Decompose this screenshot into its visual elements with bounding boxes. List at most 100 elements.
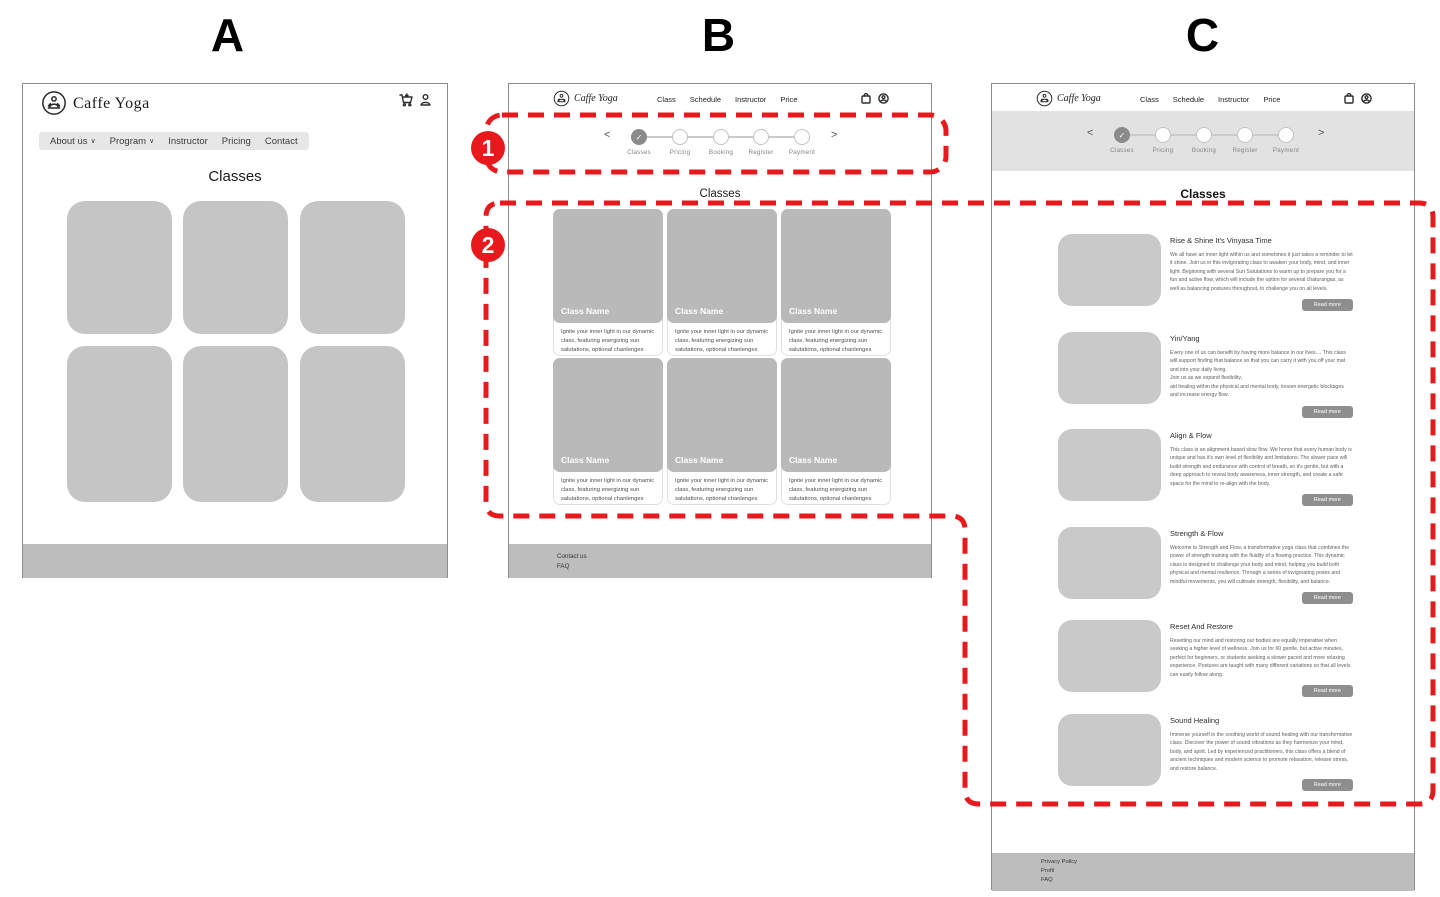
annotation-badge-2-circle bbox=[471, 228, 505, 262]
shopping-bag-icon[interactable] bbox=[861, 93, 871, 104]
class-placeholder-box bbox=[67, 346, 172, 502]
user-icon[interactable] bbox=[419, 93, 432, 107]
checkout-stepper: < ✓ Classes Pricing Booking Register Pay… bbox=[992, 122, 1414, 158]
read-more-button[interactable]: Read more bbox=[1301, 494, 1353, 507]
step-payment[interactable]: Payment bbox=[1262, 127, 1310, 154]
step-pricing[interactable]: Pricing bbox=[1139, 127, 1187, 154]
annotation-badge-1-number: 1 bbox=[482, 135, 495, 161]
footer: Privacy Policy Profil FAQ bbox=[992, 853, 1414, 891]
class-card[interactable]: Class Name Ignite your inner light in ou… bbox=[667, 209, 777, 356]
class-description: Welcome to Strength and Flow, a transfor… bbox=[1170, 545, 1349, 585]
class-card[interactable]: Class Name Ignite your inner light in ou… bbox=[781, 209, 891, 356]
page-title: Classes bbox=[208, 168, 262, 185]
step-register[interactable]: Register bbox=[1221, 127, 1269, 154]
class-thumbnail bbox=[1058, 332, 1161, 404]
read-more-button[interactable]: Read more bbox=[1301, 592, 1353, 605]
class-card[interactable]: Class Name Ignite your inner light in ou… bbox=[781, 358, 891, 505]
class-placeholder-box bbox=[183, 346, 288, 502]
read-more-button[interactable]: Read more bbox=[1301, 299, 1353, 312]
chevron-down-icon: ∨ bbox=[149, 138, 155, 145]
check-icon: ✓ bbox=[1118, 130, 1126, 140]
class-description: Immerse yourself in the soothing world o… bbox=[1170, 732, 1353, 772]
read-more-button[interactable]: Read more bbox=[1301, 685, 1353, 698]
class-card[interactable]: Class Name Ignite your inner light in ou… bbox=[553, 209, 663, 356]
stepper-next-arrow[interactable]: > bbox=[831, 129, 838, 141]
nav-item-class[interactable]: Class bbox=[657, 95, 676, 104]
main-nav: Class Schedule Instructor Price bbox=[657, 95, 797, 104]
nav-item-pricing[interactable]: Pricing bbox=[221, 135, 251, 147]
check-icon: ✓ bbox=[635, 132, 643, 142]
class-description: Every one of us can benefit by having mo… bbox=[1170, 350, 1346, 399]
step-classes[interactable]: ✓ Classes bbox=[1098, 127, 1146, 154]
class-card[interactable]: Class Name Ignite your inner light in ou… bbox=[667, 358, 777, 505]
class-card-description: Ignite your inner light in our dynamic c… bbox=[789, 478, 883, 502]
nav-item-program[interactable]: Program∨ bbox=[109, 135, 155, 147]
class-card-description: Ignite your inner light in our dynamic c… bbox=[789, 329, 883, 353]
class-card-image: Class Name bbox=[553, 209, 663, 323]
class-placeholder-box bbox=[67, 201, 172, 334]
nav-item-instructor[interactable]: Instructor bbox=[1218, 95, 1250, 104]
class-title: Sound Healing bbox=[1170, 716, 1220, 725]
class-thumbnail bbox=[1058, 429, 1161, 501]
class-title: Rise & Shine It's Vinyasa Time bbox=[1170, 236, 1272, 245]
annotation-badge-1-circle bbox=[471, 131, 505, 165]
nav-item-about-us[interactable]: About us∨ bbox=[50, 135, 96, 147]
class-thumbnail bbox=[1058, 234, 1161, 306]
cart-icon[interactable] bbox=[399, 93, 413, 107]
footer-link-profil[interactable]: Profil bbox=[1041, 868, 1055, 874]
footer-link-contact-us[interactable]: Contact us bbox=[557, 553, 587, 560]
stepper-next-arrow[interactable]: > bbox=[1318, 127, 1325, 139]
class-card-description: Ignite your inner light in our dynamic c… bbox=[675, 478, 769, 502]
checkout-stepper: < ✓ Classes Pricing Booking Register Pay… bbox=[509, 124, 931, 160]
nav-item-instructor[interactable]: Instructor bbox=[735, 95, 767, 104]
class-title: Reset And Restore bbox=[1170, 622, 1233, 631]
class-card-name: Class Name bbox=[561, 306, 610, 316]
stepper-prev-arrow[interactable]: < bbox=[1087, 127, 1094, 139]
wireframe-panel-b: Caffe Yoga Class Schedule Instructor Pri… bbox=[508, 83, 932, 578]
class-card-name: Class Name bbox=[789, 455, 838, 465]
nav-item-class[interactable]: Class bbox=[1140, 95, 1159, 104]
class-placeholder-box bbox=[183, 201, 288, 334]
wireframe-panel-a: Caffe Yoga About us∨ Program∨ Instructor… bbox=[22, 83, 448, 578]
class-card-image: Class Name bbox=[667, 358, 777, 472]
class-card-name: Class Name bbox=[561, 455, 610, 465]
read-more-button[interactable]: Read more bbox=[1301, 779, 1353, 792]
class-description: We all have an inner light within us and… bbox=[1170, 252, 1353, 292]
nav-item-schedule[interactable]: Schedule bbox=[689, 95, 722, 104]
nav-item-schedule[interactable]: Schedule bbox=[1172, 95, 1205, 104]
footer-link-faq[interactable]: FAQ bbox=[1041, 877, 1053, 883]
class-card-image: Class Name bbox=[553, 358, 663, 472]
class-card-image: Class Name bbox=[781, 209, 891, 323]
shopping-bag-icon[interactable] bbox=[1344, 93, 1354, 104]
account-icon[interactable] bbox=[1361, 93, 1372, 104]
class-card-image: Class Name bbox=[781, 358, 891, 472]
footer-link-privacy-policy[interactable]: Privacy Policy bbox=[1041, 859, 1078, 865]
chevron-down-icon: ∨ bbox=[90, 138, 96, 145]
class-card-description: Ignite your inner light in our dynamic c… bbox=[561, 329, 655, 353]
nav-item-price[interactable]: Price bbox=[1263, 95, 1281, 104]
annotation-badge-2-number: 2 bbox=[482, 232, 495, 258]
class-title: Align & Flow bbox=[1170, 431, 1212, 440]
step-booking[interactable]: Booking bbox=[1180, 127, 1228, 154]
nav-item-contact[interactable]: Contact bbox=[264, 135, 298, 147]
account-icon[interactable] bbox=[878, 93, 889, 104]
nav-item-price[interactable]: Price bbox=[780, 95, 798, 104]
class-card-name: Class Name bbox=[789, 306, 838, 316]
footer-placeholder bbox=[23, 544, 447, 578]
class-thumbnail bbox=[1058, 620, 1161, 692]
class-card-image: Class Name bbox=[667, 209, 777, 323]
read-more-button[interactable]: Read more bbox=[1301, 405, 1353, 418]
page-title: Classes bbox=[1180, 187, 1226, 201]
page-title: Classes bbox=[699, 188, 741, 200]
brand-name: Caffe Yoga bbox=[574, 93, 618, 104]
caffe-yoga-logo-icon bbox=[553, 90, 570, 107]
class-card[interactable]: Class Name Ignite your inner light in ou… bbox=[553, 358, 663, 505]
step-payment[interactable]: Payment bbox=[778, 129, 826, 156]
class-title: Strength & Flow bbox=[1170, 529, 1224, 538]
footer-link-faq[interactable]: FAQ bbox=[557, 563, 570, 570]
class-title: Yin/Yang bbox=[1170, 334, 1200, 343]
nav-item-instructor[interactable]: Instructor bbox=[168, 135, 208, 147]
class-card-name: Class Name bbox=[675, 455, 724, 465]
stepper-prev-arrow[interactable]: < bbox=[604, 129, 611, 141]
